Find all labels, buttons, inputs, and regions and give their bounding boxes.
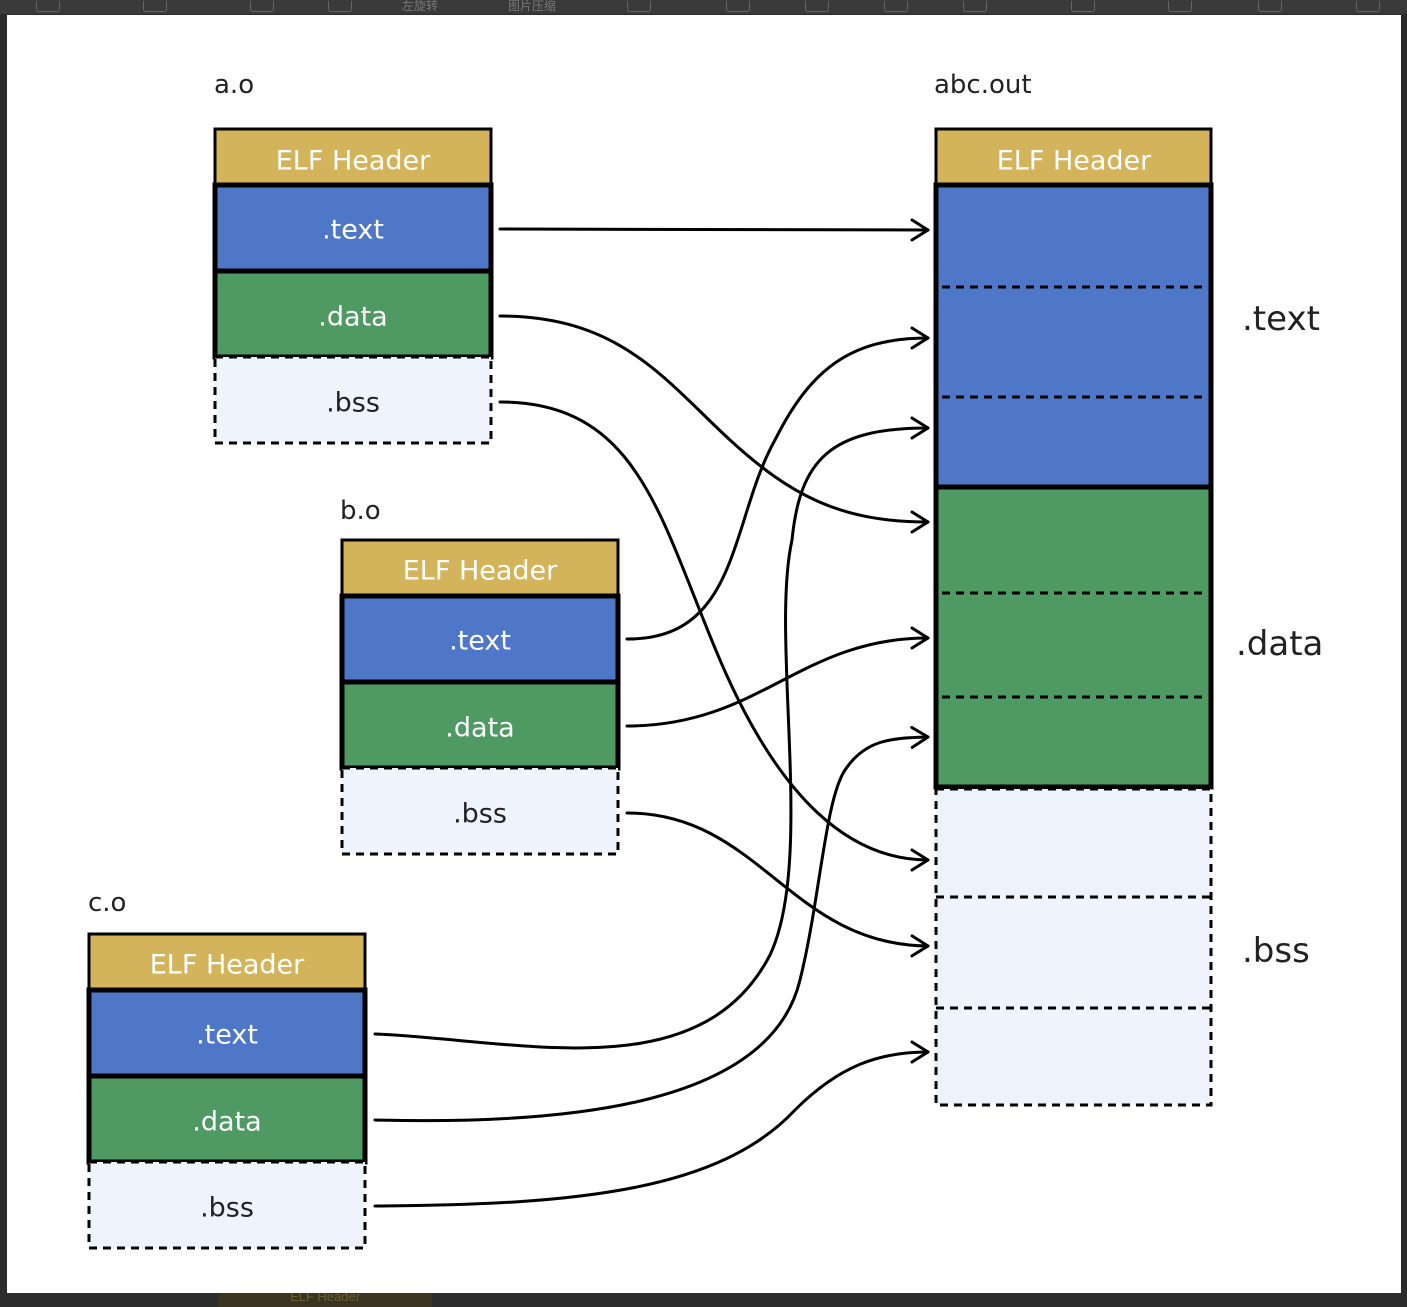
image-icon[interactable]	[36, 1, 60, 12]
text-section-label: .text	[449, 626, 511, 657]
edit-icon[interactable]	[963, 1, 987, 12]
elf-header-block	[87, 932, 367, 992]
settings-icon[interactable]	[884, 1, 908, 12]
object-file-c: c.o ELF Header .text .data .bss	[86, 888, 368, 1250]
output-elf-header-label: ELF Header	[997, 146, 1152, 177]
flip-icon[interactable]	[328, 1, 352, 12]
text-section-block	[86, 987, 368, 1079]
output-bss-segment	[934, 787, 1213, 1107]
output-executable: abc.out ELF Header .text .data .bss	[933, 70, 1323, 1107]
more-icon[interactable]	[1356, 1, 1380, 12]
arrow-b-bss	[625, 811, 930, 958]
arrow-a-text	[498, 218, 930, 242]
image-canvas: a.o ELF Header .text .data .bss b.o ELF …	[7, 15, 1401, 1293]
object-file-name: c.o	[88, 888, 126, 918]
linking-diagram: a.o ELF Header .text .data .bss b.o ELF …	[86, 70, 1323, 1250]
elf-header-block	[213, 127, 493, 187]
arrow-c-text	[373, 416, 930, 1050]
output-text-segment	[933, 182, 1214, 490]
text-section-label: .text	[322, 215, 384, 246]
bss-section-label: .bss	[326, 388, 380, 419]
next-image-peek[interactable]: ELF Header	[218, 1293, 432, 1307]
output-file-name: abc.out	[934, 70, 1032, 100]
bss-section-label: .bss	[200, 1193, 254, 1224]
arrow-b-data	[625, 626, 930, 728]
segment-label-bss: .bss	[1242, 931, 1310, 971]
bottom-strip: ELF Header	[0, 1293, 1407, 1307]
bss-section-block	[213, 355, 493, 445]
segment-label-text: .text	[1242, 299, 1320, 339]
image-text-icon[interactable]	[143, 1, 167, 12]
object-file-name: a.o	[214, 70, 254, 100]
picture-icon[interactable]	[1071, 1, 1095, 12]
output-data-segment	[933, 484, 1214, 790]
elf-header-label: ELF Header	[150, 950, 305, 981]
elf-header-label: ELF Header	[276, 146, 431, 177]
arrow-a-data	[498, 314, 930, 534]
bss-section-label: .bss	[453, 799, 507, 830]
arrow-c-bss	[373, 1040, 930, 1208]
arrow-b-text	[625, 326, 930, 641]
segment-label-data: .data	[1236, 624, 1323, 664]
arrow-a-bss	[498, 400, 930, 872]
text-box-icon[interactable]	[250, 1, 274, 12]
compress-image-button[interactable]: 图片压缩	[508, 0, 557, 13]
rotate-left-button[interactable]: 左旋转	[402, 0, 439, 13]
elf-header-label: ELF Header	[403, 556, 558, 587]
arrow-c-data	[373, 725, 930, 1123]
mapping-arrows	[373, 218, 930, 1208]
split-icon[interactable]	[805, 1, 829, 12]
data-section-label: .data	[192, 1107, 261, 1138]
toolbar-strip: 左旋转 图片压缩	[0, 0, 1407, 14]
bss-section-block	[340, 766, 620, 856]
data-section-label: .data	[318, 302, 387, 333]
delete-icon[interactable]	[627, 1, 651, 12]
data-section-label: .data	[445, 713, 514, 744]
object-file-b: b.o ELF Header .text .data .bss	[339, 496, 621, 856]
text-section-label: .text	[196, 1020, 258, 1051]
gallery-icon[interactable]	[1258, 1, 1282, 12]
crop-icon[interactable]	[726, 1, 750, 12]
bss-section-block	[87, 1160, 367, 1250]
object-file-name: b.o	[340, 496, 381, 526]
frame-icon[interactable]	[1168, 1, 1192, 12]
object-file-a: a.o ELF Header .text .data .bss	[212, 70, 494, 445]
